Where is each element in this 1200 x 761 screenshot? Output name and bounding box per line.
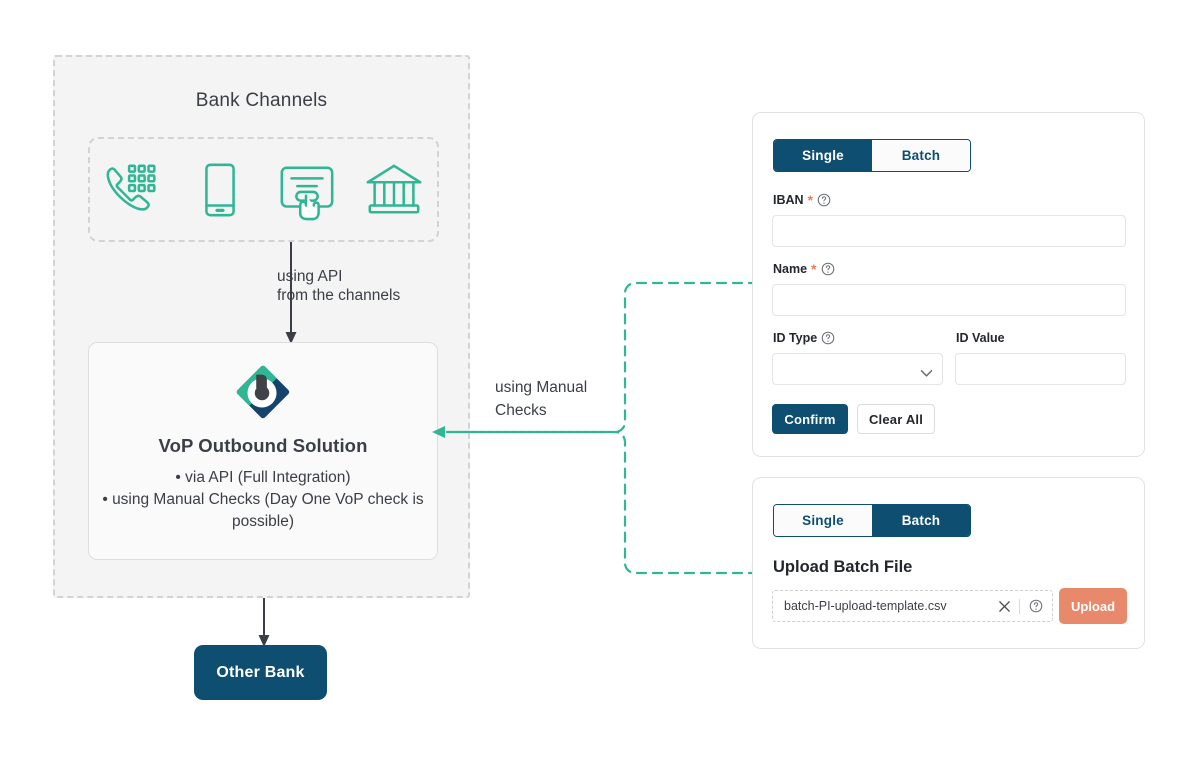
id-value-label-text: ID Value	[956, 331, 1005, 345]
api-flow-label: using API from the channels	[277, 267, 400, 305]
required-asterisk: *	[811, 261, 817, 277]
bank-channels-group: Bank Channels	[53, 55, 470, 598]
upload-batch-file-heading: Upload Batch File	[773, 558, 913, 576]
manual-checks-connector	[425, 270, 765, 595]
vop-bullet-item: using Manual Checks (Day One VoP check i…	[99, 489, 427, 533]
id-type-help-icon[interactable]	[821, 331, 835, 345]
upload-help-icon[interactable]	[1020, 599, 1052, 613]
group-title: Bank Channels	[195, 90, 328, 111]
manual-checks-label-line1: using Manual	[495, 379, 588, 396]
confirm-button[interactable]: Confirm	[772, 404, 848, 434]
required-asterisk: *	[807, 192, 814, 208]
manual-checks-label-line2: Checks	[495, 402, 547, 419]
iban-help-icon[interactable]	[817, 193, 831, 207]
api-flow-label-line1: using API	[277, 268, 343, 285]
chevron-down-icon	[920, 365, 933, 383]
vop-title: VoP Outbound Solution	[158, 435, 368, 456]
mobile-phone-icon	[189, 159, 251, 221]
clear-all-button[interactable]: Clear All	[857, 404, 935, 434]
iban-label: IBAN *	[773, 193, 831, 207]
id-type-label: ID Type	[773, 331, 835, 345]
tab-single[interactable]: Single	[774, 140, 872, 171]
id-type-label-text: ID Type	[773, 331, 818, 345]
name-input[interactable]	[772, 284, 1126, 316]
clear-file-icon[interactable]	[990, 600, 1019, 613]
api-flow-arrow	[283, 242, 299, 350]
name-label-text: Name	[773, 262, 808, 276]
online-banking-cursor-icon	[276, 159, 338, 221]
name-help-icon[interactable]	[821, 262, 835, 276]
tab-single[interactable]: Single	[774, 505, 872, 536]
upload-button[interactable]: Upload	[1059, 588, 1127, 624]
api-flow-label-line2: from the channels	[277, 287, 401, 304]
other-bank-node: Other Bank	[194, 645, 327, 700]
file-row-divider	[1019, 598, 1020, 614]
id-value-input[interactable]	[955, 353, 1126, 385]
iban-label-text: IBAN	[773, 193, 804, 207]
batch-panel-tabs[interactable]: Single Batch	[773, 504, 971, 537]
id-type-select[interactable]	[772, 353, 943, 385]
manual-checks-label: using Manual Checks	[495, 376, 587, 422]
phone-keypad-icon	[102, 159, 164, 221]
iban-input[interactable]	[772, 215, 1126, 247]
vop-bullet-list: via API (Full Integration) using Manual …	[89, 467, 437, 533]
single-panel-tabs[interactable]: Single Batch	[773, 139, 971, 172]
vop-bullet-item: via API (Full Integration)	[99, 467, 427, 489]
vop-brand-logo	[89, 361, 437, 423]
selected-file-row[interactable]: batch-PI-upload-template.csv	[772, 590, 1053, 622]
vop-outbound-solution-card: VoP Outbound Solution via API (Full Inte…	[88, 342, 438, 560]
tab-batch[interactable]: Batch	[872, 505, 970, 536]
other-bank-flow-arrow	[256, 598, 272, 653]
name-label: Name *	[773, 262, 835, 276]
single-check-panel: Single Batch IBAN * Name *	[752, 112, 1145, 457]
channels-icon-row	[88, 137, 439, 242]
tab-batch[interactable]: Batch	[872, 140, 970, 171]
id-value-label: ID Value	[956, 331, 1005, 345]
bank-building-icon	[363, 159, 425, 221]
batch-upload-panel: Single Batch Upload Batch File batch-PI-…	[752, 477, 1145, 649]
selected-file-name: batch-PI-upload-template.csv	[784, 599, 947, 613]
